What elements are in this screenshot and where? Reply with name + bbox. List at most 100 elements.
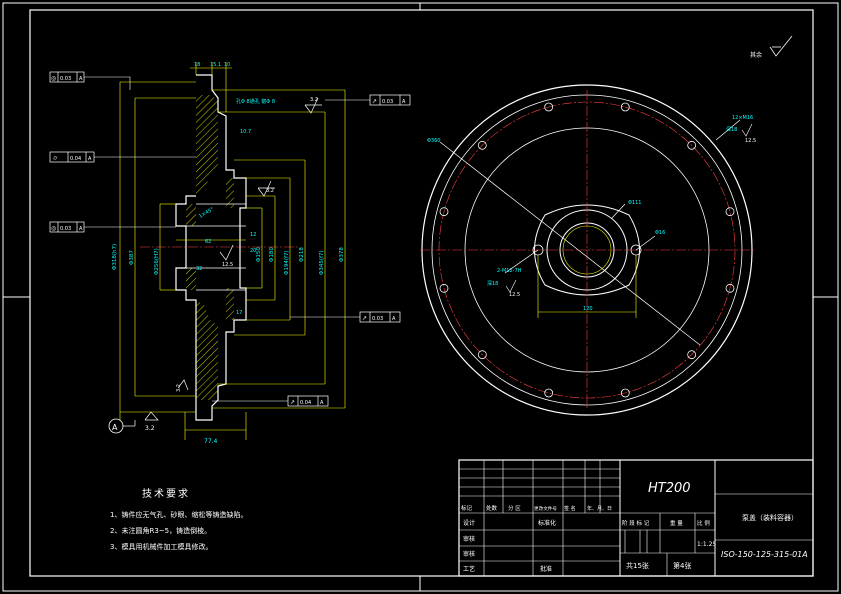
material: HT200 <box>648 481 691 496</box>
dim-17: 17 <box>236 310 242 316</box>
roughness-3-2-a: 3.2 <box>310 97 318 103</box>
label-roughness-12-5-a: 12.5 <box>745 138 756 144</box>
svg-text:A: A <box>79 226 83 232</box>
dim-phi-180: Φ180 <box>269 247 275 262</box>
hdr-change-doc: 更改文件号 <box>534 505 557 512</box>
flange-plate <box>534 204 640 296</box>
dim-top-10: 10 <box>224 62 230 68</box>
tech-note-3: 3、模具用机械件加工模具修改。 <box>110 543 213 551</box>
hatch-hub-upper <box>186 204 196 226</box>
hole-note: 孔Φ 8通孔 锪Φ 8 <box>236 98 275 105</box>
bolt-hole <box>725 207 735 217</box>
dim-62: 62 <box>205 239 211 245</box>
dim-phi-318: Φ318(h7) <box>112 244 118 270</box>
hdr-mark: 标记 <box>461 504 473 512</box>
label-phi-111: Φ111 <box>628 200 641 206</box>
label-phi-16: Φ16 <box>655 230 665 236</box>
svg-text:A: A <box>392 316 396 322</box>
sheet-no: 第4张 <box>673 561 691 570</box>
hdr-count: 处数 <box>486 504 498 512</box>
svg-text:◎: ◎ <box>51 225 56 232</box>
dim-32: 32 <box>196 266 202 272</box>
dim-phi-378: Φ378 <box>339 247 345 262</box>
label-depth-a: 深18 <box>487 280 498 287</box>
row-check: 审核 <box>463 535 475 543</box>
dim-phi-194: Φ194(f7) <box>284 250 290 275</box>
label-roughness-12-5-b: 12.5 <box>509 292 520 298</box>
hdr-date: 年、月、日 <box>587 505 612 512</box>
tech-notes-title: 技术要求 <box>142 489 190 500</box>
svg-text:A: A <box>320 400 324 406</box>
tech-note-2: 2、未注圆角R3~5，铸造倒棱。 <box>110 527 212 535</box>
label-12-m16: 12×M16 <box>732 115 753 121</box>
hatch-upper <box>196 95 218 196</box>
dim-12: 12 <box>250 232 256 238</box>
stage-mark: 阶 段 标 记 <box>622 519 650 527</box>
dim-phi-387: Φ387 <box>129 250 135 265</box>
bolt-holes <box>439 102 735 398</box>
svg-text:A: A <box>88 156 92 162</box>
hdr-signature: 签 名 <box>564 505 576 512</box>
row-process: 工艺 <box>463 565 475 573</box>
bolt-hole <box>687 350 697 360</box>
svg-text:A: A <box>402 99 406 105</box>
part-name: 泵盖（装料容器） <box>742 513 798 522</box>
tolerance-frame-4: ↗ 0.03 A <box>325 94 411 106</box>
title-block: 标记 处数 分 区 更改文件号 签 名 年、月、日 设计 审核 审核 工艺 标准… <box>458 459 814 577</box>
flange-outline <box>175 74 247 421</box>
roughness-3-2-c: 3.2 <box>145 425 155 432</box>
roughness-3-2-d: 3.2 <box>176 384 182 392</box>
svg-text:0.03: 0.03 <box>372 316 383 322</box>
bolt-hole <box>477 140 487 150</box>
roughness-general: 其余 <box>750 35 793 59</box>
bolt-hole <box>544 388 554 398</box>
row-design: 设计 <box>463 519 475 527</box>
plan-view: Φ360 Φ111 Φ16 2-M12-7H 深18 12×M16 深18 12… <box>420 84 756 416</box>
row-approve: 批准 <box>540 565 552 573</box>
roughness-3-2-b: 3.2 <box>266 188 274 194</box>
tolerance-frame-5: ↗ 0.03 A <box>290 311 401 323</box>
dim-phi-256: Φ256(H7) <box>154 248 160 275</box>
bolt-hole <box>439 207 449 217</box>
bolt-hole <box>544 102 554 112</box>
inner-border <box>29 9 814 577</box>
chamfer-label: 1×45° <box>198 206 215 220</box>
svg-text:↗: ↗ <box>372 98 377 105</box>
hatch-boss-lower <box>226 288 234 320</box>
diameter-dims-left <box>119 62 247 440</box>
dim-phi-150: Φ150 <box>256 247 262 262</box>
label-120: 120 <box>583 306 593 312</box>
dim-bottom-77-4: 77.4 <box>204 438 218 445</box>
sheets-total: 共15张 <box>626 561 649 570</box>
svg-text:↗: ↗ <box>290 399 295 406</box>
svg-text:A: A <box>79 76 83 82</box>
hatch-hub-lower <box>186 268 196 290</box>
dim-20: 20 <box>250 248 256 254</box>
diameter-dims-right <box>212 89 346 409</box>
svg-text:0.03: 0.03 <box>382 99 393 105</box>
tech-note-1: 1、铸件应无气孔、砂眼、缩松等铸造缺陷。 <box>110 511 248 519</box>
bolt-hole <box>477 350 487 360</box>
roughness-marks <box>144 97 322 421</box>
svg-text:0.03: 0.03 <box>60 76 71 82</box>
row-review: 审核 <box>463 550 475 558</box>
dim-phi-218: Φ218 <box>299 247 305 262</box>
bolt-hole <box>687 140 697 150</box>
roughness-check-icon <box>769 35 793 57</box>
dim-10-7: 10.7 <box>240 129 251 135</box>
roughness-general-label: 其余 <box>750 51 762 59</box>
bolt-hole <box>620 102 630 112</box>
tolerance-frame-1: ◎ 0.03 A <box>49 71 131 90</box>
tolerance-frame-3: ◎ 0.03 A <box>49 221 176 233</box>
roughness-12-5: 12.5 <box>222 262 233 268</box>
hatch-lower <box>196 300 218 400</box>
datum-a-label: A <box>112 423 118 432</box>
label-depth-b: 深18 <box>726 126 737 133</box>
dim-top-18: 18 <box>194 62 200 68</box>
stage-scale: 比 例 <box>697 519 710 527</box>
scale-value: 1:1.25 <box>697 541 716 548</box>
leader-phi-360 <box>439 141 701 346</box>
svg-text:0.04: 0.04 <box>70 156 81 162</box>
